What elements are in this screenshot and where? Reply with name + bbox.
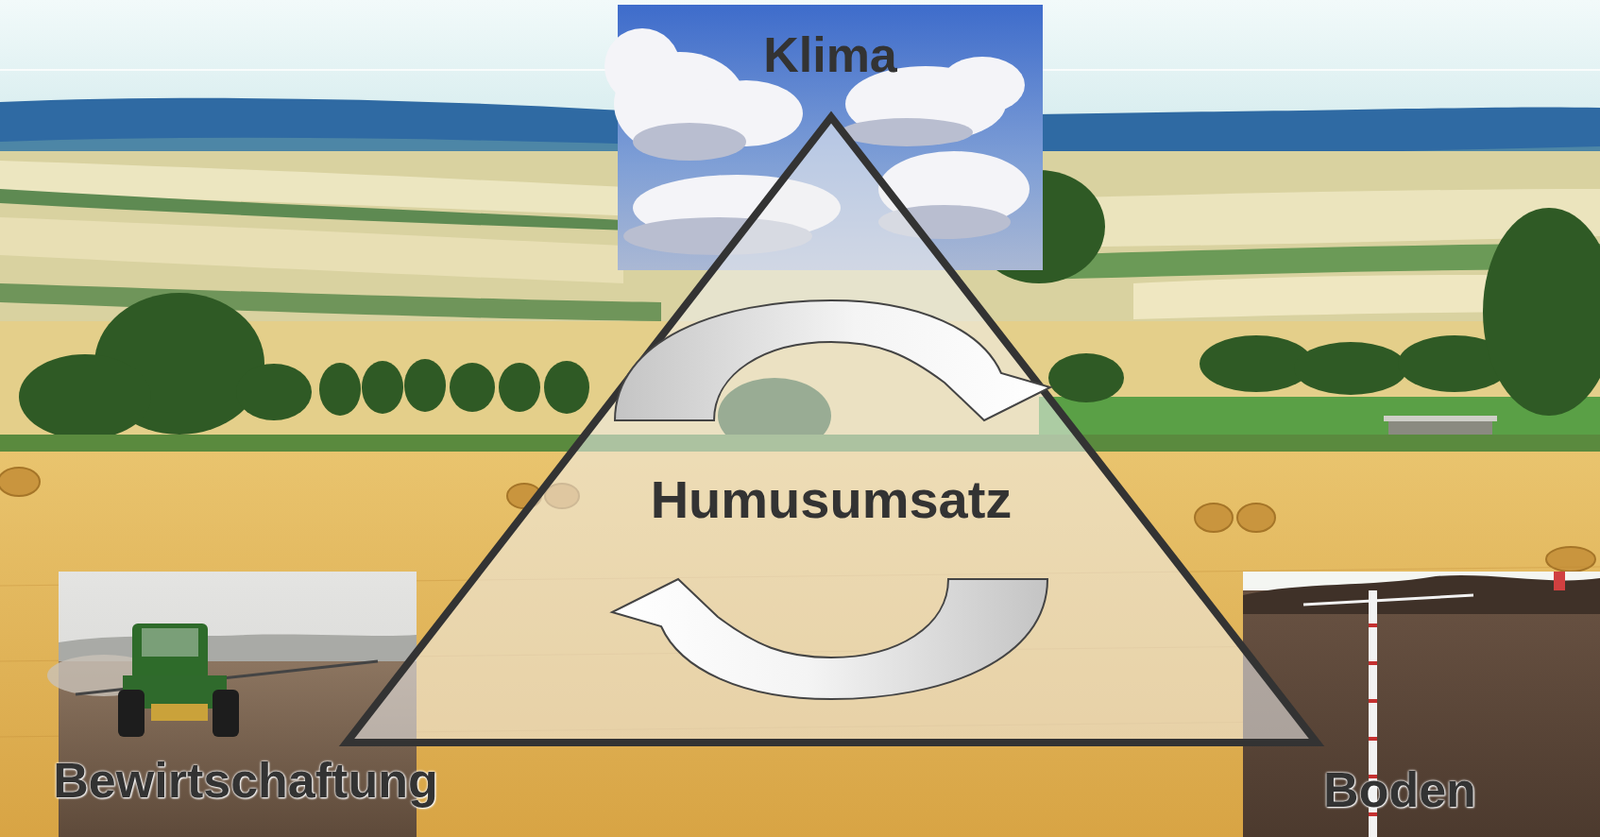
turnover-triangle: Humusumsatz — [346, 117, 1317, 743]
node-label: Humusumsatz — [650, 470, 1013, 529]
climate-box: Klima — [617, 4, 1043, 271]
node-label: Bewirtschaftung — [52, 753, 438, 808]
soil-box: Boden — [1242, 571, 1600, 837]
node-label: Boden — [1323, 763, 1477, 818]
node-label: Klima — [763, 28, 898, 83]
management-box: Bewirtschaftung — [58, 571, 417, 837]
